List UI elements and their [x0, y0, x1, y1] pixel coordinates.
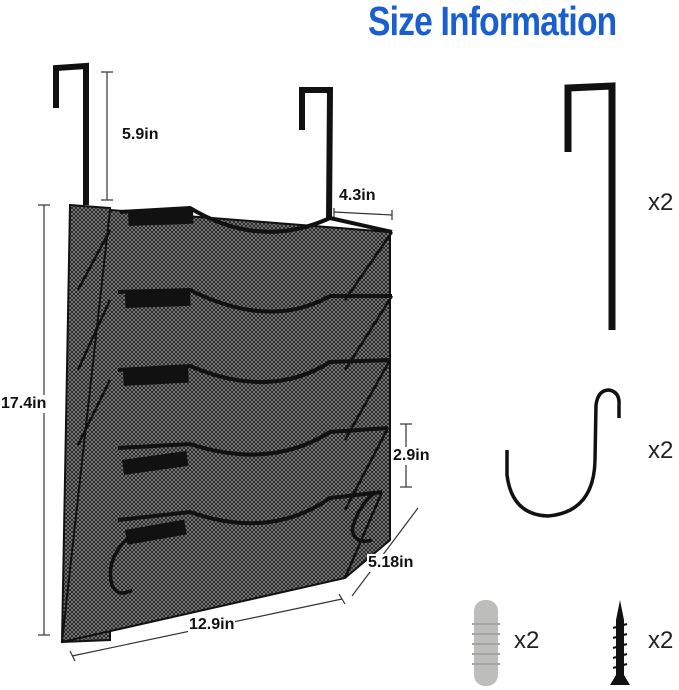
left-door-hook-icon	[53, 62, 89, 205]
screw-quantity: x2	[648, 627, 674, 654]
tier-spacing-label: 2.9in	[392, 447, 431, 465]
door-hook-quantity: x2	[648, 189, 674, 216]
hook-height-label: 5.9in	[121, 126, 160, 144]
over-door-hook-icon	[564, 82, 616, 330]
anchor-quantity: x2	[514, 627, 540, 654]
s-hook-icon	[505, 388, 621, 518]
page-title: Size Information	[368, 0, 617, 44]
screw-icon	[610, 600, 630, 685]
width-label: 12.9in	[188, 616, 236, 634]
s-hook-quantity: x2	[648, 437, 674, 464]
hook-depth-label: 4.3in	[338, 187, 377, 205]
total-height-label: 17.4in	[0, 395, 48, 413]
organizer-s-hooks	[108, 490, 378, 595]
depth-label: 5.18in	[367, 554, 415, 572]
wall-anchor-icon	[472, 600, 500, 686]
right-door-hook-icon	[299, 87, 334, 221]
